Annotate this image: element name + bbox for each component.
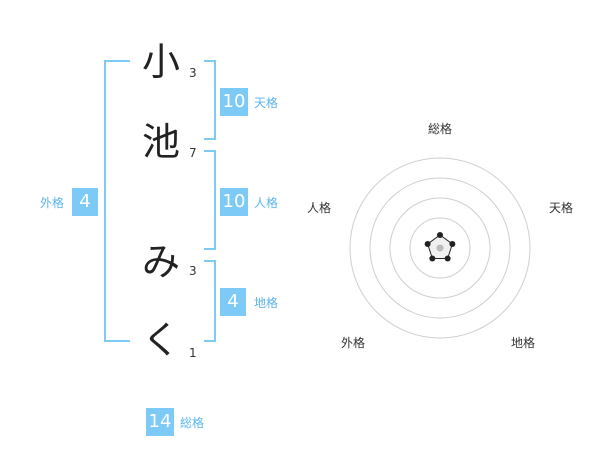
radar-axis-label-chikaku: 地格 <box>511 336 536 350</box>
tenkaku-label: 天格 <box>254 96 279 110</box>
radar-point-4 <box>429 255 436 262</box>
radar-point-5 <box>424 240 431 247</box>
radar-ring-4 <box>349 157 531 339</box>
name-char-4: く <box>141 318 180 362</box>
radar-point-2 <box>449 240 456 247</box>
radar-axis-label-soukaku: 総格 <box>428 122 453 136</box>
stroke-count-3: 3 <box>189 264 197 278</box>
stroke-count-4: 1 <box>189 346 197 360</box>
radar-axis-label-tenkaku: 天格 <box>549 201 574 215</box>
jinkaku-value: 10 <box>220 188 248 216</box>
tenkaku-bracket <box>204 60 216 140</box>
radar-chart <box>349 157 531 339</box>
stroke-count-2: 7 <box>189 146 197 160</box>
jinkaku-label: 人格 <box>254 196 279 210</box>
chikaku-bracket <box>204 260 216 342</box>
gaikaku-label: 外格 <box>40 196 65 210</box>
tenkaku-value: 10 <box>220 88 248 116</box>
radar-axis-label-jinkaku: 人格 <box>307 201 332 215</box>
name-char-1: 小 <box>141 40 180 84</box>
soukaku-label: 総格 <box>180 416 205 430</box>
radar-point-3 <box>444 255 451 262</box>
soukaku-value: 14 <box>146 408 174 436</box>
radar-ring-2 <box>389 197 491 299</box>
gaikaku-value: 4 <box>72 188 98 216</box>
radar-ring-1 <box>409 217 471 279</box>
radar-point-1 <box>437 232 443 238</box>
chikaku-value: 4 <box>220 288 246 316</box>
radar-center-dot <box>436 244 444 252</box>
chikaku-label: 地格 <box>254 296 279 310</box>
name-char-3: み <box>141 240 180 284</box>
radar-axis-label-gaikaku: 外格 <box>341 336 366 350</box>
stroke-count-1: 3 <box>189 66 197 80</box>
radar-ring-3 <box>369 177 511 319</box>
jinkaku-bracket <box>204 150 216 250</box>
gaikaku-bracket <box>104 60 130 342</box>
radar-plot <box>424 232 456 262</box>
radar-rings <box>349 157 531 339</box>
name-char-2: 池 <box>141 120 180 164</box>
